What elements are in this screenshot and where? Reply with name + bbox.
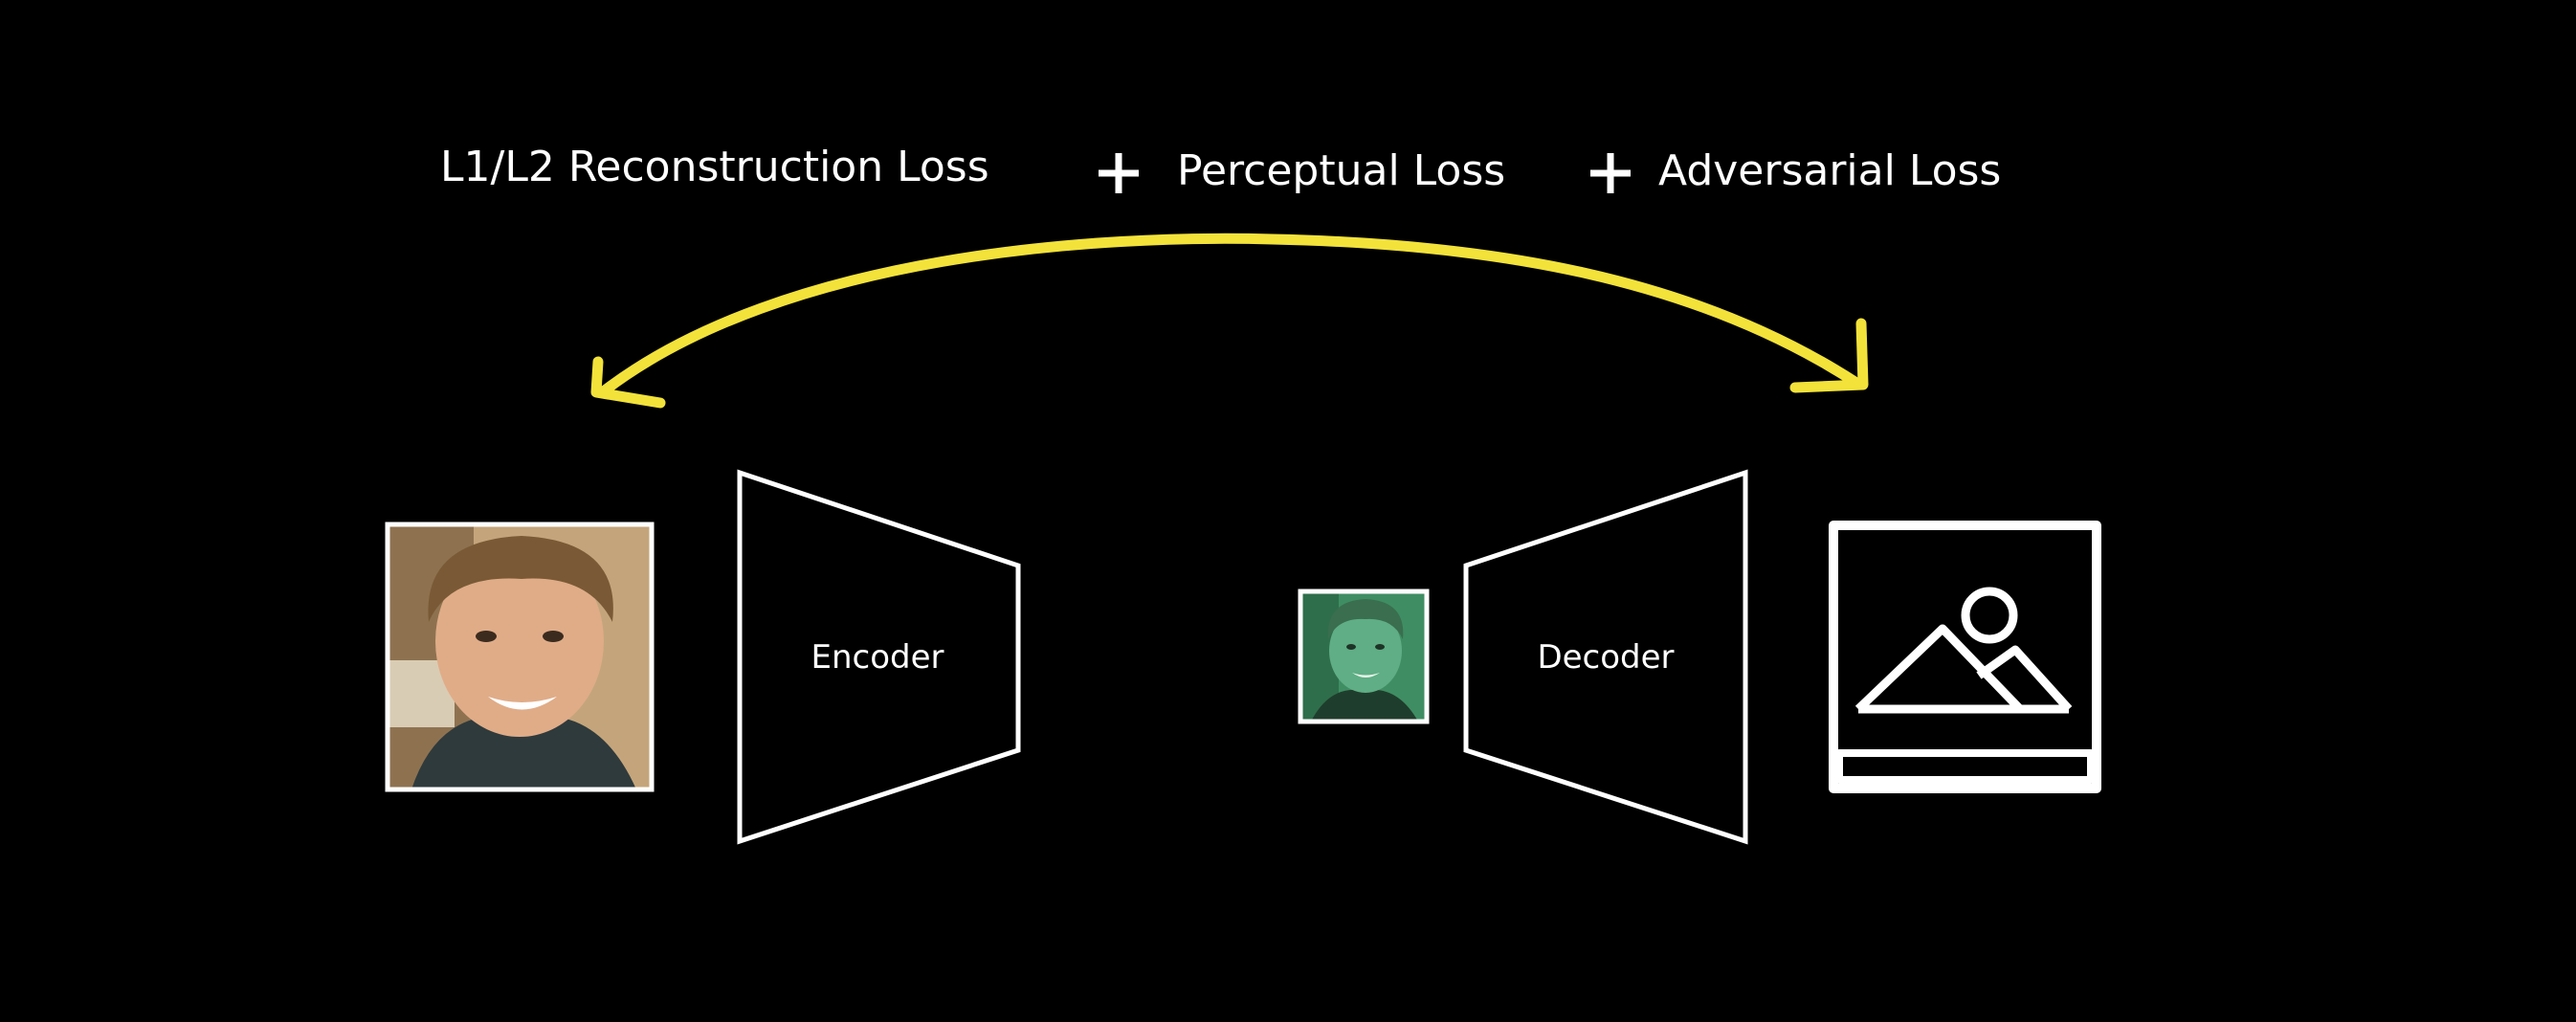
- loss-term-reconstruction: L1/L2 Reconstruction Loss: [440, 143, 989, 191]
- output-image-icon: [1829, 521, 2101, 793]
- encoder-label: Encoder: [811, 638, 944, 677]
- encoder-block: Encoder: [737, 469, 1021, 845]
- decoder-label: Decoder: [1537, 638, 1674, 677]
- loss-term-perceptual: Perceptual Loss: [1177, 146, 1505, 195]
- plus-icon: [1590, 153, 1631, 193]
- input-face-image: [385, 522, 655, 792]
- loss-formula: L1/L2 Reconstruction Loss Perceptual Los…: [440, 143, 2001, 195]
- latent-face-thumbnail: [1298, 589, 1430, 724]
- double-headed-curved-arrow-icon: [590, 233, 1869, 409]
- decoder-block: Decoder: [1463, 469, 1748, 845]
- loss-term-adversarial: Adversarial Loss: [1658, 146, 2001, 195]
- plus-icon: [1099, 153, 1139, 193]
